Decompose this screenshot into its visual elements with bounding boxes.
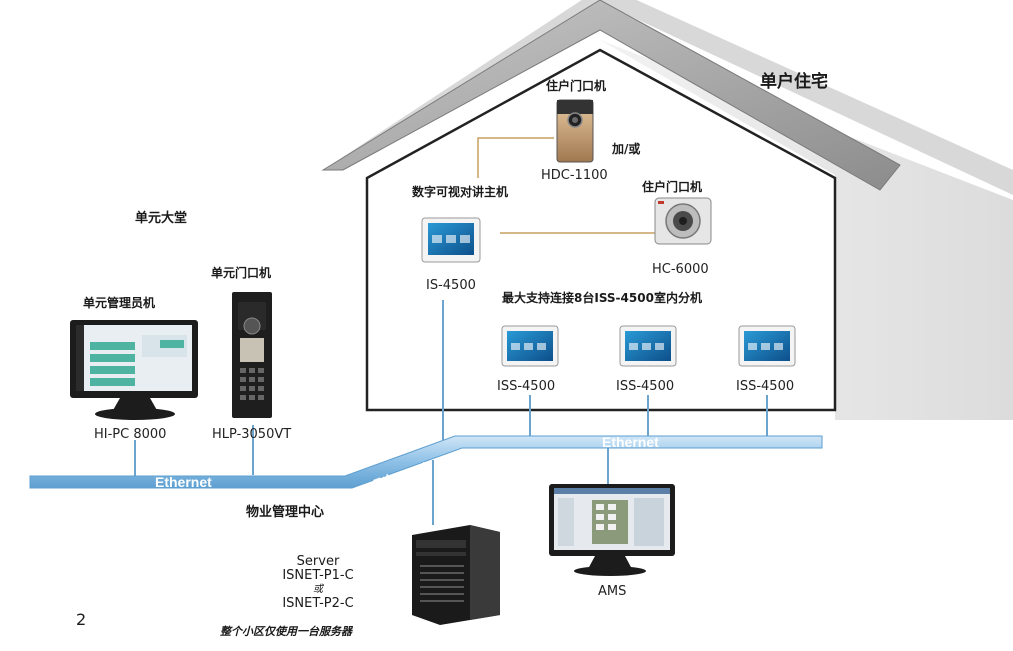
max-support-label: 最大支持连接8台ISS-4500室内分机 (502, 291, 702, 305)
hdc-model: HDC-1100 (541, 168, 608, 183)
digital-master-label: 数字可视对讲主机 (412, 185, 509, 199)
server-line-4: ISNET-P2-C (282, 596, 354, 611)
residence-door-station-label-top: 住户门口机 (546, 79, 607, 93)
iss-4500-device-1 (501, 325, 559, 367)
lobby-label: 单元大堂 (135, 211, 188, 226)
server-line-1: Server (296, 554, 340, 569)
hlp-model: HLP-3050VT (212, 427, 292, 442)
ethernet-label-left: Ethernet (155, 474, 212, 490)
house-side-wall (600, 40, 1013, 420)
server-device (412, 525, 500, 625)
server-note: 整个小区仅使用一台服务器 (220, 625, 352, 638)
hdc-link (477, 137, 554, 178)
is-model: IS-4500 (426, 278, 476, 293)
iss-4500-device-2 (619, 325, 677, 367)
server-info: Server ISNET-P1-C 或 ISNET-P2-C (268, 555, 368, 611)
hi-pc-model: HI-PC 8000 (94, 427, 167, 442)
hi-pc-8000-device (70, 320, 198, 420)
admin-station-label: 单元管理员机 (83, 296, 156, 310)
ams-device (549, 484, 675, 576)
and-or-label: 加/或 (612, 142, 641, 156)
iss-model-2: ISS-4500 (616, 379, 675, 394)
connections (134, 137, 768, 525)
page-number: 2 (76, 610, 87, 629)
hc-6000-device (654, 197, 712, 245)
server-line-3: 或 (313, 584, 323, 595)
iss-model-3: ISS-4500 (736, 379, 795, 394)
hlp-3050vt-device (232, 292, 272, 418)
hc-model: HC-6000 (652, 262, 709, 277)
property-center-label: 物业管理中心 (246, 505, 325, 520)
ethernet-bus: Ethernet Ethernet Ethernet (29, 434, 823, 492)
house-title: 单户住宅 (760, 72, 828, 92)
lobby-door-station-label: 单元门口机 (211, 266, 272, 280)
ethernet-label-right: Ethernet (602, 434, 659, 450)
roof (321, 0, 901, 191)
residence-door-station-label-right: 住户门口机 (642, 180, 703, 194)
house-front (365, 48, 837, 412)
ams-model: AMS (598, 584, 627, 599)
server-line-2: ISNET-P1-C (282, 568, 354, 583)
iss-model-1: ISS-4500 (497, 379, 556, 394)
house (321, 0, 1013, 420)
is-4500-device (421, 217, 481, 263)
iss-4500-device-3 (738, 325, 796, 367)
hdc-1100-device (556, 99, 594, 163)
ethernet-band (29, 435, 823, 489)
